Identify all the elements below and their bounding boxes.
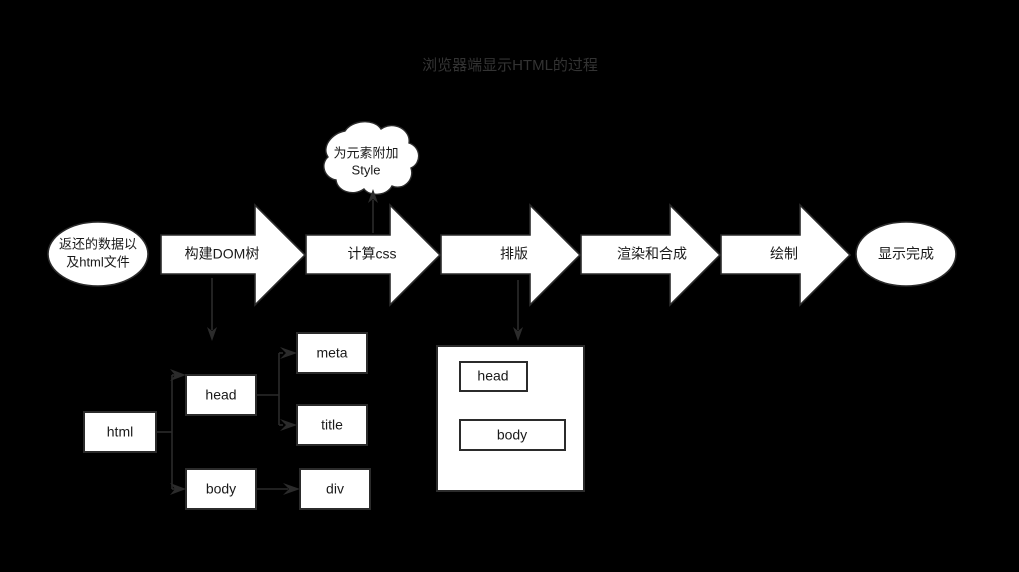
layout-body-label: body: [497, 427, 527, 443]
dom-node-title-box: [296, 404, 368, 446]
step-arrow-paint: 绘制: [720, 203, 852, 307]
connector-title-arrowhead: [280, 419, 297, 431]
step-arrow-2-label: 计算css: [348, 246, 397, 262]
step-arrow-4-shape: [580, 203, 722, 307]
connector-meta-arrowhead: [280, 347, 297, 359]
step-arrow-build-dom: 构建DOM树: [160, 203, 307, 307]
start-ellipse-shape: [47, 221, 149, 287]
connector-head-arrowhead: [170, 369, 186, 381]
dom-node-body: body: [185, 468, 257, 510]
connector-div-arrowhead: [283, 483, 300, 495]
step-arrow-render-composite: 渲染和合成: [580, 203, 722, 307]
dom-node-body-label: body: [206, 481, 236, 497]
connector-html-branch: [156, 369, 186, 495]
layout-body-box: [459, 419, 566, 451]
step-arrow-3-shape: [440, 203, 582, 307]
cloud-label-line2: Style: [352, 162, 381, 177]
dom-node-title: title: [296, 404, 368, 446]
dom-node-body-box: [185, 468, 257, 510]
dom-node-meta: meta: [296, 332, 368, 374]
step-arrow-2-shape: [305, 203, 442, 307]
dom-node-div: div: [299, 468, 371, 510]
step-arrow-5-shape: [720, 203, 852, 307]
step-arrow-3-label: 排版: [500, 246, 528, 262]
dom-node-div-label: div: [326, 481, 344, 497]
connector-dom-down: [207, 278, 217, 341]
connector-body-arrowhead: [170, 483, 186, 495]
layout-viewport: head body: [436, 345, 585, 492]
dom-node-title-label: title: [321, 417, 343, 433]
end-node-label: 显示完成: [878, 246, 934, 262]
end-ellipse-shape: [855, 221, 957, 287]
start-node-label-line1: 返还的数据以: [59, 236, 137, 251]
cloud-node-attach-style: 为元素附加 Style: [323, 121, 420, 195]
connector-dom-down-arrowhead: [207, 327, 217, 341]
connector-css-to-cloud-arrowhead: [368, 189, 378, 203]
dom-node-html: html: [83, 411, 157, 453]
step-arrow-compute-css: 计算css: [305, 203, 442, 307]
step-arrow-5-label: 绘制: [770, 246, 798, 262]
connector-body-to-div: [256, 483, 300, 495]
dom-node-html-label: html: [107, 424, 133, 440]
step-arrow-1-shape: [160, 203, 307, 307]
step-arrow-1-label: 构建DOM树: [185, 246, 260, 262]
layout-head-box: [459, 361, 528, 392]
dom-node-meta-box: [296, 332, 368, 374]
cloud-shape: [323, 121, 420, 195]
cloud-label-line1: 为元素附加: [333, 145, 398, 160]
end-node: 显示完成: [855, 221, 957, 287]
connector-layout-down-arrowhead: [513, 327, 523, 341]
dom-node-html-box: [83, 411, 157, 453]
step-arrow-4-label: 渲染和合成: [617, 246, 687, 262]
dom-node-head-label: head: [205, 387, 236, 403]
dom-node-meta-label: meta: [316, 345, 347, 361]
start-node-label-line2: 及html文件: [66, 254, 130, 269]
connector-css-to-cloud: [368, 189, 378, 233]
page-title: 浏览器端显示HTML的过程: [422, 57, 598, 74]
connector-head-branch: [256, 347, 297, 431]
connector-layout-down: [513, 280, 523, 341]
dom-node-head: head: [185, 374, 257, 416]
start-node: 返还的数据以 及html文件: [47, 221, 149, 287]
layout-head-label: head: [477, 368, 508, 384]
dom-node-head-box: [185, 374, 257, 416]
dom-node-div-box: [299, 468, 371, 510]
step-arrow-layout: 排版: [440, 203, 582, 307]
